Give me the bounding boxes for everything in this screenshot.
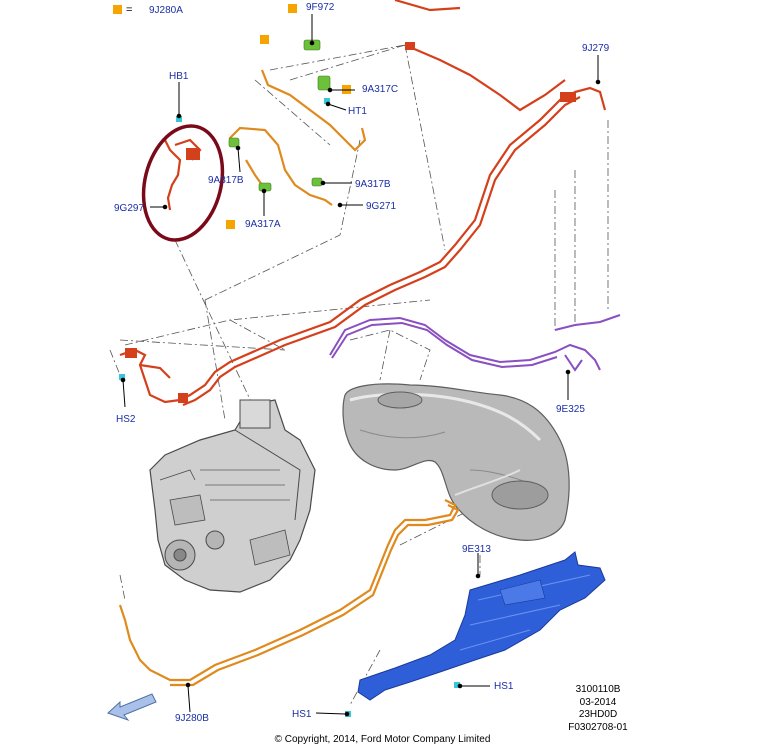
label-9a317b-left: 9A317B xyxy=(208,175,244,186)
9a317b-right-connector xyxy=(311,177,323,187)
reference-line: 03-2014 xyxy=(579,696,617,708)
legend-code: 9J280A xyxy=(149,5,183,16)
hs2-clip xyxy=(119,374,125,380)
fuel-tank xyxy=(342,383,570,541)
heat-shield xyxy=(357,551,606,701)
hb1-clip xyxy=(176,116,182,122)
9a317c-connector xyxy=(317,75,331,91)
label-ht1: HT1 xyxy=(348,106,367,117)
connectors xyxy=(228,39,331,192)
vapor-line-upper xyxy=(228,69,367,206)
fuel-fitting-top xyxy=(405,42,415,50)
legend-equals: = xyxy=(126,4,132,16)
9a317b-connector xyxy=(228,137,240,148)
label-hs2: HS2 xyxy=(116,414,136,425)
purge-line xyxy=(329,314,621,372)
label-9e325: 9E325 xyxy=(556,404,585,415)
fuel-fitting-hs2 xyxy=(125,348,137,358)
fuel-supply-line xyxy=(119,0,607,407)
label-9e313: 9E313 xyxy=(462,544,491,555)
label-9j280b: 9J280B xyxy=(175,713,209,724)
engine xyxy=(149,399,316,593)
fuel-fitting-9j279 xyxy=(560,92,576,102)
label-9a317a: 9A317A xyxy=(245,219,281,230)
label-9j279: 9J279 xyxy=(582,43,610,54)
legend: = 9J280A xyxy=(113,4,183,16)
label-9g297: 9G297 xyxy=(114,203,144,214)
label-hs1-left: HS1 xyxy=(292,709,312,720)
fuel-fitting-hb1 xyxy=(186,148,200,160)
label-9a317c: 9A317C xyxy=(362,84,398,95)
reference-line: 3100110B xyxy=(575,684,621,695)
callout-pointers xyxy=(120,14,601,717)
hs1-right-clip xyxy=(454,682,460,688)
copyright-notice: © Copyright, 2014, Ford Motor Company Li… xyxy=(274,734,491,745)
reference-line: 23HD0D xyxy=(578,709,618,720)
vapor-line-lower xyxy=(118,499,460,687)
label-9g271: 9G271 xyxy=(366,201,396,212)
legend-marker-icon xyxy=(113,5,122,14)
reference-block: 3100110B 03-2014 23HD0D F0302708-01 xyxy=(562,684,634,734)
label-hs1-right: HS1 xyxy=(494,681,514,692)
ht1-clip xyxy=(324,98,330,104)
direction-arrow-icon xyxy=(107,693,157,722)
highlight-ring xyxy=(141,124,225,242)
label-9a317b-right: 9A317B xyxy=(355,179,391,190)
label-hb1: HB1 xyxy=(169,71,189,82)
reference-line: F0302708-01 xyxy=(568,721,628,733)
label-9f972: 9F972 xyxy=(306,2,335,13)
fuel-fitting-engine xyxy=(178,393,188,403)
orange-markers xyxy=(226,4,351,229)
